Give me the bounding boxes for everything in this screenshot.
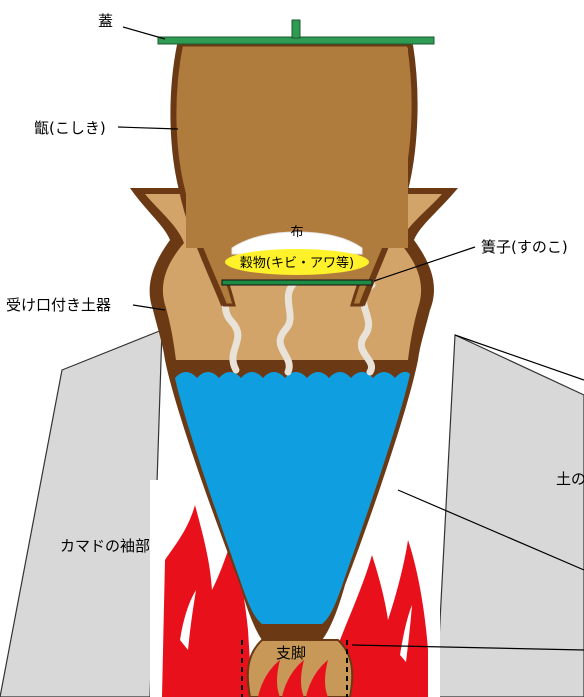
kamado-sleeve-left <box>0 329 163 697</box>
label-kamado-sleeve: カマドの袖部 <box>60 537 150 555</box>
cloth <box>231 231 363 255</box>
sunoko <box>221 279 373 286</box>
koshiki-wall-left <box>170 44 227 307</box>
fire-highlights <box>180 590 412 662</box>
label-koshiki: 甑(こしき) <box>34 119 106 137</box>
leader-lines <box>117 26 584 651</box>
water <box>175 371 410 624</box>
leg-flames <box>258 660 328 697</box>
label-grain: 穀物(キビ・アワ等) <box>240 255 354 271</box>
label-legs: 支脚 <box>276 644 306 662</box>
label-lid: 蓋 <box>98 12 113 30</box>
lid-knob <box>291 19 301 39</box>
label-earth: 土の <box>556 470 584 488</box>
label-cloth: 布 <box>290 225 303 240</box>
label-sunoko: 簀子(すのこ) <box>481 238 568 256</box>
label-vessel: 受け口付き土器 <box>6 296 111 314</box>
grain <box>225 249 369 275</box>
